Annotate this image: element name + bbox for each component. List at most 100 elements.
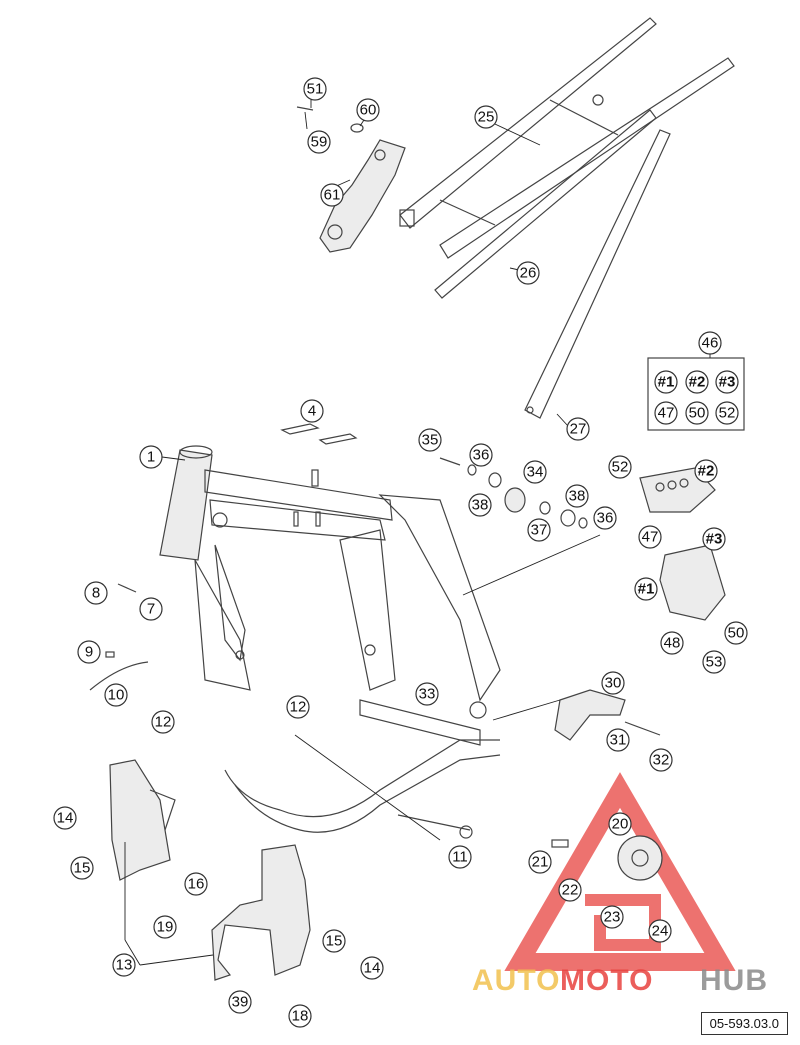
svg-text:HUB: HUB (700, 964, 768, 997)
svg-text:50: 50 (728, 625, 745, 642)
svg-text:15: 15 (326, 933, 343, 950)
svg-text:MOTO: MOTO (560, 964, 653, 997)
callout-46: 46 (698, 331, 722, 355)
callout-50-kit: 50 (685, 401, 709, 425)
svg-text:38: 38 (472, 497, 489, 514)
callout-hash2-kit: #2 (685, 370, 709, 394)
callout-52-kit: 52 (715, 401, 739, 425)
callout-48: 48 (660, 631, 684, 655)
svg-text:26: 26 (520, 265, 537, 282)
svg-text:24: 24 (652, 923, 669, 940)
svg-text:38: 38 (569, 488, 586, 505)
svg-text:8: 8 (92, 585, 100, 602)
callout-61: 61 (320, 183, 344, 207)
svg-text:14: 14 (364, 960, 381, 977)
callout-10: 10 (104, 683, 128, 707)
callout-52: 52 (608, 455, 632, 479)
nut-60 (350, 123, 364, 133)
callout-60: 60 (356, 98, 380, 122)
svg-text:34: 34 (527, 464, 544, 481)
callout-hash1-kit: #1 (654, 370, 678, 394)
callout-32: 32 (649, 748, 673, 772)
svg-text:33: 33 (419, 686, 436, 703)
watermark-logo (504, 772, 736, 971)
callout-50: 50 (724, 621, 748, 645)
bolt-7-8 (117, 583, 137, 593)
svg-text:21: 21 (532, 854, 549, 871)
callout-hash3-kit: #3 (715, 370, 739, 394)
svg-text:39: 39 (232, 994, 249, 1011)
svg-text:15: 15 (74, 860, 91, 877)
sprocket-20 (617, 835, 663, 881)
callout-36a: 36 (469, 443, 493, 467)
svg-text:7: 7 (147, 601, 155, 618)
svg-text:53: 53 (706, 654, 723, 671)
clip-9 (105, 651, 115, 658)
svg-text:25: 25 (478, 109, 495, 126)
svg-text:#3: #3 (719, 374, 736, 391)
svg-text:35: 35 (422, 432, 439, 449)
callout-hash3: #3 (702, 527, 726, 551)
svg-text:36: 36 (473, 447, 490, 464)
callout-39: 39 (228, 990, 252, 1014)
svg-text:47: 47 (642, 529, 659, 546)
callout-8: 8 (84, 581, 108, 605)
callout-22: 22 (558, 878, 582, 902)
callout-33: 33 (415, 682, 439, 706)
svg-text:AUTO: AUTO (472, 964, 560, 997)
callout-38a: 38 (468, 493, 492, 517)
bracket-61 (319, 139, 406, 253)
callout-47-kit: 47 (654, 401, 678, 425)
callout-1: 1 (139, 445, 163, 469)
callout-47: 47 (638, 525, 662, 549)
svg-text:4: 4 (308, 403, 316, 420)
callout-hash2: #2 (694, 459, 718, 483)
svg-text:23: 23 (604, 909, 621, 926)
svg-text:48: 48 (664, 635, 681, 652)
callout-59: 59 (307, 130, 331, 154)
svg-text:1: 1 (147, 449, 155, 466)
callout-38b: 38 (565, 484, 589, 508)
callout-4: 4 (300, 399, 324, 423)
callout-11: 11 (448, 845, 472, 869)
svg-text:22: 22 (562, 882, 579, 899)
hose-10 (89, 661, 149, 691)
callout-21: 21 (528, 850, 552, 874)
diagram-code-label: 05-593.03.0 (700, 1012, 788, 1035)
callout-9: 9 (77, 640, 101, 664)
callout-35: 35 (418, 428, 442, 452)
callout-27: 27 (566, 417, 590, 441)
callout-12a: 12 (151, 710, 175, 734)
callout-16: 16 (184, 872, 208, 896)
callout-53: 53 (702, 650, 726, 674)
callout-19: 19 (153, 915, 177, 939)
rear-subframe (399, 17, 735, 419)
callout-30: 30 (601, 671, 625, 695)
svg-text:19: 19 (157, 919, 174, 936)
callout-51: 51 (303, 77, 327, 101)
callout-12b: 12 (286, 695, 310, 719)
svg-text:47: 47 (658, 405, 675, 422)
watermark-text: AUTO MOTO HUB (472, 964, 768, 997)
svg-text:51: 51 (307, 81, 324, 98)
svg-text:9: 9 (85, 644, 93, 661)
callout-13: 13 (112, 953, 136, 977)
callout-26: 26 (516, 261, 540, 285)
svg-text:#2: #2 (698, 463, 715, 480)
svg-text:#2: #2 (689, 374, 706, 391)
svg-text:31: 31 (610, 732, 627, 749)
callout-37: 37 (527, 518, 551, 542)
svg-text:37: 37 (531, 522, 548, 539)
axle-11 (397, 814, 473, 839)
callout-14a: 14 (53, 806, 77, 830)
svg-text:46: 46 (702, 335, 719, 352)
cover-body (659, 544, 726, 621)
callout-15b: 15 (322, 929, 346, 953)
svg-text:18: 18 (292, 1008, 309, 1025)
svg-text:#1: #1 (638, 581, 655, 598)
svg-text:10: 10 (108, 687, 125, 704)
callout-34: 34 (523, 460, 547, 484)
callouts: 1 4 7 8 9 10 11 12 12 13 14 14 15 15 16 … (53, 77, 748, 1028)
bolt-21 (551, 839, 569, 848)
